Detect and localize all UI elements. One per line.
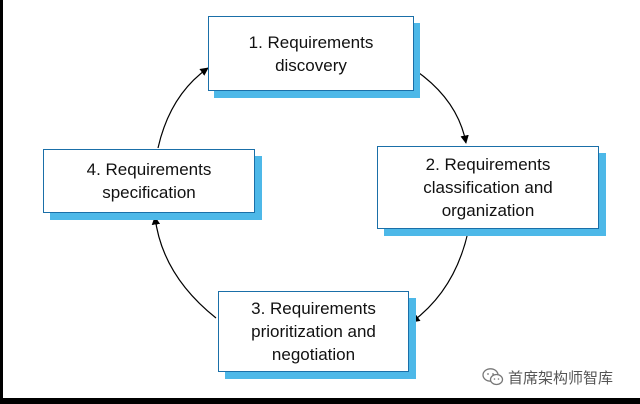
step-1-label: 1. Requirements discovery: [248, 32, 374, 75]
step-4-box: 4. Requirements specification: [43, 149, 255, 213]
step-1-box: 1. Requirements discovery: [208, 16, 414, 91]
arrow-discovery-to-classification: [414, 69, 469, 144]
wechat-icon: [482, 368, 504, 386]
step-2-label: 2. Requirements classification and organ…: [423, 155, 553, 220]
arrow-prioritization-to-specification: [151, 216, 217, 319]
watermark-text: 首席架构师智库: [508, 368, 614, 387]
step-2-box: 2. Requirements classification and organ…: [377, 146, 599, 229]
arrow-specification-to-discovery: [157, 67, 209, 149]
step-3-box: 3. Requirements prioritization and negot…: [218, 291, 409, 372]
frame-border-bottom: [0, 398, 640, 404]
step-3-label: 3. Requirements prioritization and negot…: [251, 299, 376, 364]
arrow-classification-to-prioritization: [411, 231, 469, 323]
step-4-label: 4. Requirements specification: [86, 160, 212, 202]
frame-border-left: [0, 0, 3, 404]
watermark: 首席架构师智库: [482, 364, 630, 390]
